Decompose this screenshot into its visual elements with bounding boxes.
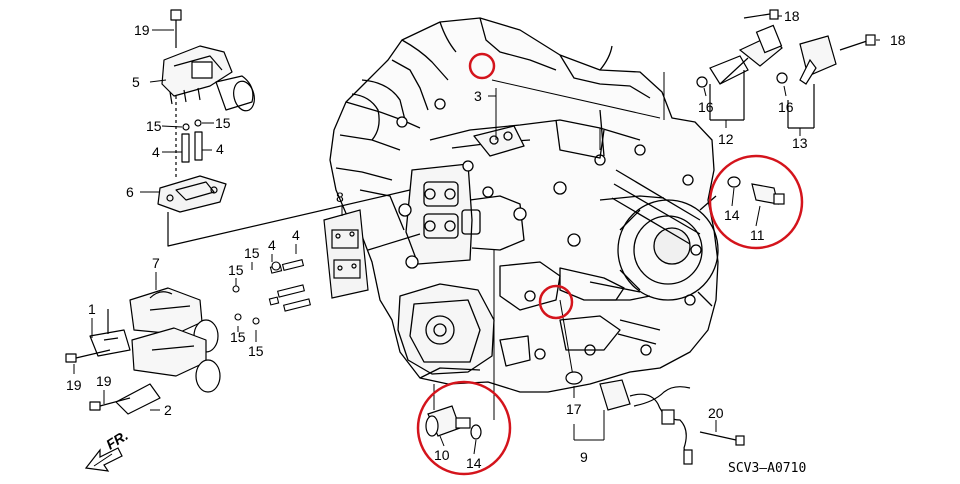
callout-15-a: 15: [146, 118, 162, 134]
callout-19-low: 19: [96, 373, 112, 389]
front-label: FR.: [103, 427, 131, 453]
callout-3: 3: [474, 88, 482, 104]
callout-18-a: 18: [784, 8, 800, 24]
sensor-13: [776, 34, 876, 129]
callout-15-e: 15: [230, 329, 246, 345]
highlight-mid-plug: [538, 284, 574, 320]
callout-11: 11: [750, 227, 765, 243]
callout-20: 20: [708, 405, 724, 421]
callout-19-top: 19: [134, 22, 150, 38]
highlight-sensor-11: [708, 154, 804, 250]
callout-labels: 19 5 15 15 4 4 6 3 8 15 4 4 7 15 15 15 1…: [66, 8, 906, 476]
callout-8: 8: [336, 189, 344, 205]
callout-13: 13: [792, 135, 808, 151]
callout-17: 17: [566, 401, 582, 417]
callout-14-b: 14: [466, 455, 482, 471]
highlight-top-plug: [468, 52, 496, 80]
callout-4-d: 4: [292, 227, 300, 243]
callout-15-f: 15: [248, 343, 264, 359]
harness-9: [565, 371, 745, 465]
highlight-sensor-10: [416, 380, 512, 476]
callout-16-a: 16: [698, 99, 714, 115]
callout-18-b: 18: [890, 32, 906, 48]
gasket-plate-8: [323, 209, 421, 299]
highlight-circles: [416, 52, 804, 476]
callout-2: 2: [164, 402, 172, 418]
callout-1: 1: [88, 301, 96, 317]
callout-16-b: 16: [778, 99, 794, 115]
callout-7: 7: [152, 255, 160, 271]
sensor-11: [727, 176, 785, 205]
callout-19-mid: 19: [66, 377, 82, 393]
callout-12: 12: [718, 131, 734, 147]
sensor-10: [425, 405, 482, 440]
callout-6: 6: [126, 184, 134, 200]
callout-4-c: 4: [268, 237, 276, 253]
front-arrow: FR.: [84, 427, 131, 472]
callout-15-c: 15: [244, 245, 260, 261]
callout-9: 9: [580, 449, 588, 465]
callout-10: 10: [434, 447, 450, 463]
shift-solenoid-lower: [65, 287, 221, 415]
transmission-case: [329, 17, 719, 393]
callout-14-a: 14: [724, 207, 740, 223]
diagram-code: SCV3—A0710: [728, 461, 806, 476]
leader-lines: [73, 15, 880, 455]
shift-solenoid-upper: [157, 9, 411, 247]
callout-15-b: 15: [215, 115, 231, 131]
callout-15-d: 15: [228, 262, 244, 278]
sensor-12: [696, 9, 783, 121]
callout-4-a: 4: [152, 144, 160, 160]
callout-4-b: 4: [216, 141, 224, 157]
callout-5: 5: [132, 74, 140, 90]
pipes-and-orings-middle: [232, 259, 312, 325]
